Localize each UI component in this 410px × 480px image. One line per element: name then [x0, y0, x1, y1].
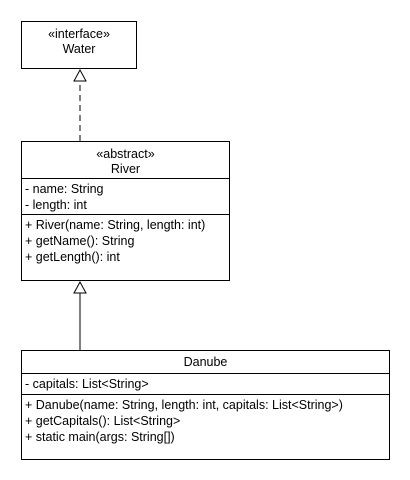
river-attributes: - name: String - length: int: [22, 178, 229, 214]
river-name: River: [110, 162, 141, 176]
method-static-main: + static main(args: String[]): [25, 430, 175, 444]
river-stereotype: «abstract»: [96, 147, 155, 161]
attribute-capitals: - capitals: List<String>: [25, 377, 149, 391]
attribute-name: - name: String: [25, 182, 104, 196]
realization-arrow: [73, 68, 87, 141]
danube-attributes: - capitals: List<String>: [22, 373, 389, 394]
method-get-length: + getLength(): int: [25, 250, 120, 264]
attribute-length: - length: int: [25, 198, 87, 212]
danube-name: Danube: [183, 355, 228, 369]
class-danube: Danube - capitals: List<String> + Danube…: [21, 350, 390, 460]
danube-methods: + Danube(name: String, length: int, capi…: [22, 394, 389, 448]
water-stereotype: «interface»: [48, 27, 110, 41]
class-river: «abstract» River - name: String - length…: [21, 141, 230, 281]
method-get-capitals: + getCapitals(): List<String>: [25, 414, 181, 428]
generalization-arrow: [73, 280, 87, 350]
river-methods: + River(name: String, length: int) + get…: [22, 214, 229, 268]
method-river-constructor: + River(name: String, length: int): [25, 218, 206, 232]
class-water: «interface» Water: [21, 21, 137, 69]
water-name: Water: [62, 42, 96, 56]
method-get-name: + getName(): String: [25, 234, 135, 248]
method-danube-constructor: + Danube(name: String, length: int, capi…: [25, 398, 343, 412]
